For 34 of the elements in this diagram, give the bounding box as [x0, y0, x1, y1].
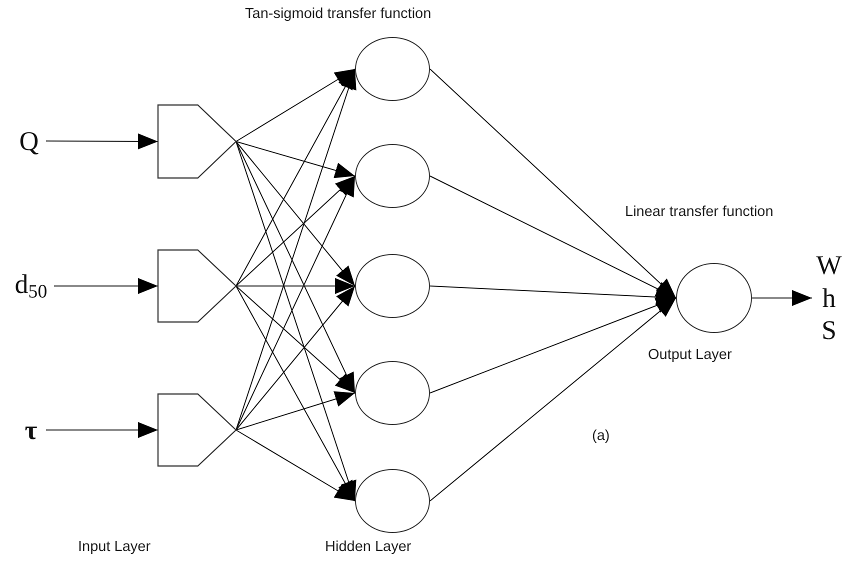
arrow — [236, 286, 356, 502]
arrow — [430, 298, 676, 394]
arrow — [236, 176, 356, 430]
arrow — [752, 290, 812, 306]
arrow — [430, 298, 676, 502]
arrow — [236, 278, 356, 294]
arrow — [236, 141, 356, 286]
arrow — [236, 176, 356, 286]
layer-caption: Tan-sigmoid transfer function — [245, 6, 432, 22]
variable-label: d$_{50}$ — [14, 268, 48, 304]
arrow — [236, 68, 356, 142]
arrow — [430, 286, 676, 306]
arrow — [430, 176, 676, 298]
variable-label: S — [821, 314, 837, 347]
arrow — [46, 133, 158, 150]
layer-caption: Input Layer — [78, 539, 151, 555]
arrow — [236, 430, 356, 502]
variable-label: h — [822, 282, 836, 314]
layer-caption: (a) — [592, 428, 610, 444]
arrow — [236, 68, 356, 286]
variable-label: W — [816, 249, 842, 282]
layer-caption: Hidden Layer — [325, 539, 412, 555]
layer-caption: Output Layer — [648, 347, 732, 363]
layer-caption: Linear transfer function — [625, 204, 774, 220]
arrow — [236, 286, 356, 394]
variable-label: Q — [19, 124, 39, 158]
arrow — [236, 141, 356, 178]
arrow — [54, 278, 158, 294]
arrow — [236, 286, 356, 430]
arrow — [236, 141, 356, 394]
arrow — [46, 422, 158, 438]
arrow — [430, 68, 676, 298]
arrow — [236, 391, 356, 430]
variable-label: τ — [24, 414, 38, 446]
